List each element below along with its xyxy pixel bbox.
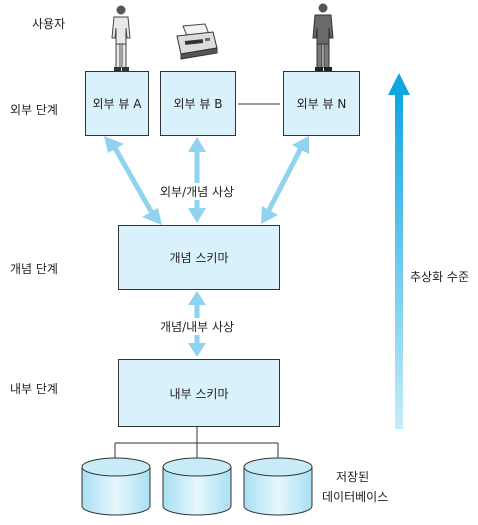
- storage-connector: [114, 427, 279, 458]
- conceptual-internal-mapping-label: 개념/내부 사상: [160, 318, 235, 335]
- abstraction-level-label: 추상화 수준: [410, 270, 470, 284]
- external-view-n-box: 외부 뷰 N: [283, 71, 360, 136]
- level-label-internal: 내부 단계: [10, 382, 58, 396]
- external-conceptual-mapping-label: 외부/개념 사상: [160, 183, 235, 200]
- arrow-view-b-to-conceptual: [188, 137, 206, 223]
- stored-database-label-line2: 데이터베이스: [322, 490, 389, 504]
- external-view-a-label: 외부 뷰 A: [92, 97, 142, 111]
- database-cylinder-2: [162, 457, 232, 516]
- level-label-conceptual: 개념 단계: [10, 262, 58, 276]
- database-cylinder-1: [81, 457, 151, 516]
- external-view-b-box: 외부 뷰 B: [160, 71, 236, 136]
- external-view-n-label: 외부 뷰 N: [296, 97, 347, 111]
- database-cylinder-3: [243, 457, 313, 516]
- external-view-a-box: 외부 뷰 A: [85, 71, 149, 136]
- level-label-external: 외부 단계: [10, 103, 58, 117]
- user-person-icon-left: [111, 5, 131, 71]
- stored-database-label-line1: 저장된: [336, 470, 370, 484]
- level-label-user: 사용자: [32, 17, 66, 31]
- arrow-view-n-to-conceptual: [261, 136, 309, 224]
- arrow-view-a-to-conceptual: [104, 136, 162, 225]
- abstraction-arrow: [388, 73, 410, 429]
- external-view-b-label: 외부 뷰 B: [173, 97, 223, 111]
- conceptual-schema-box: 개념 스키마: [118, 225, 280, 290]
- printer-icon: [176, 23, 218, 60]
- user-person-icon-right: [312, 3, 334, 71]
- internal-schema-box: 내부 스키마: [118, 359, 280, 427]
- internal-schema-label: 내부 스키마: [169, 386, 229, 401]
- conceptual-schema-label: 개념 스키마: [169, 251, 229, 265]
